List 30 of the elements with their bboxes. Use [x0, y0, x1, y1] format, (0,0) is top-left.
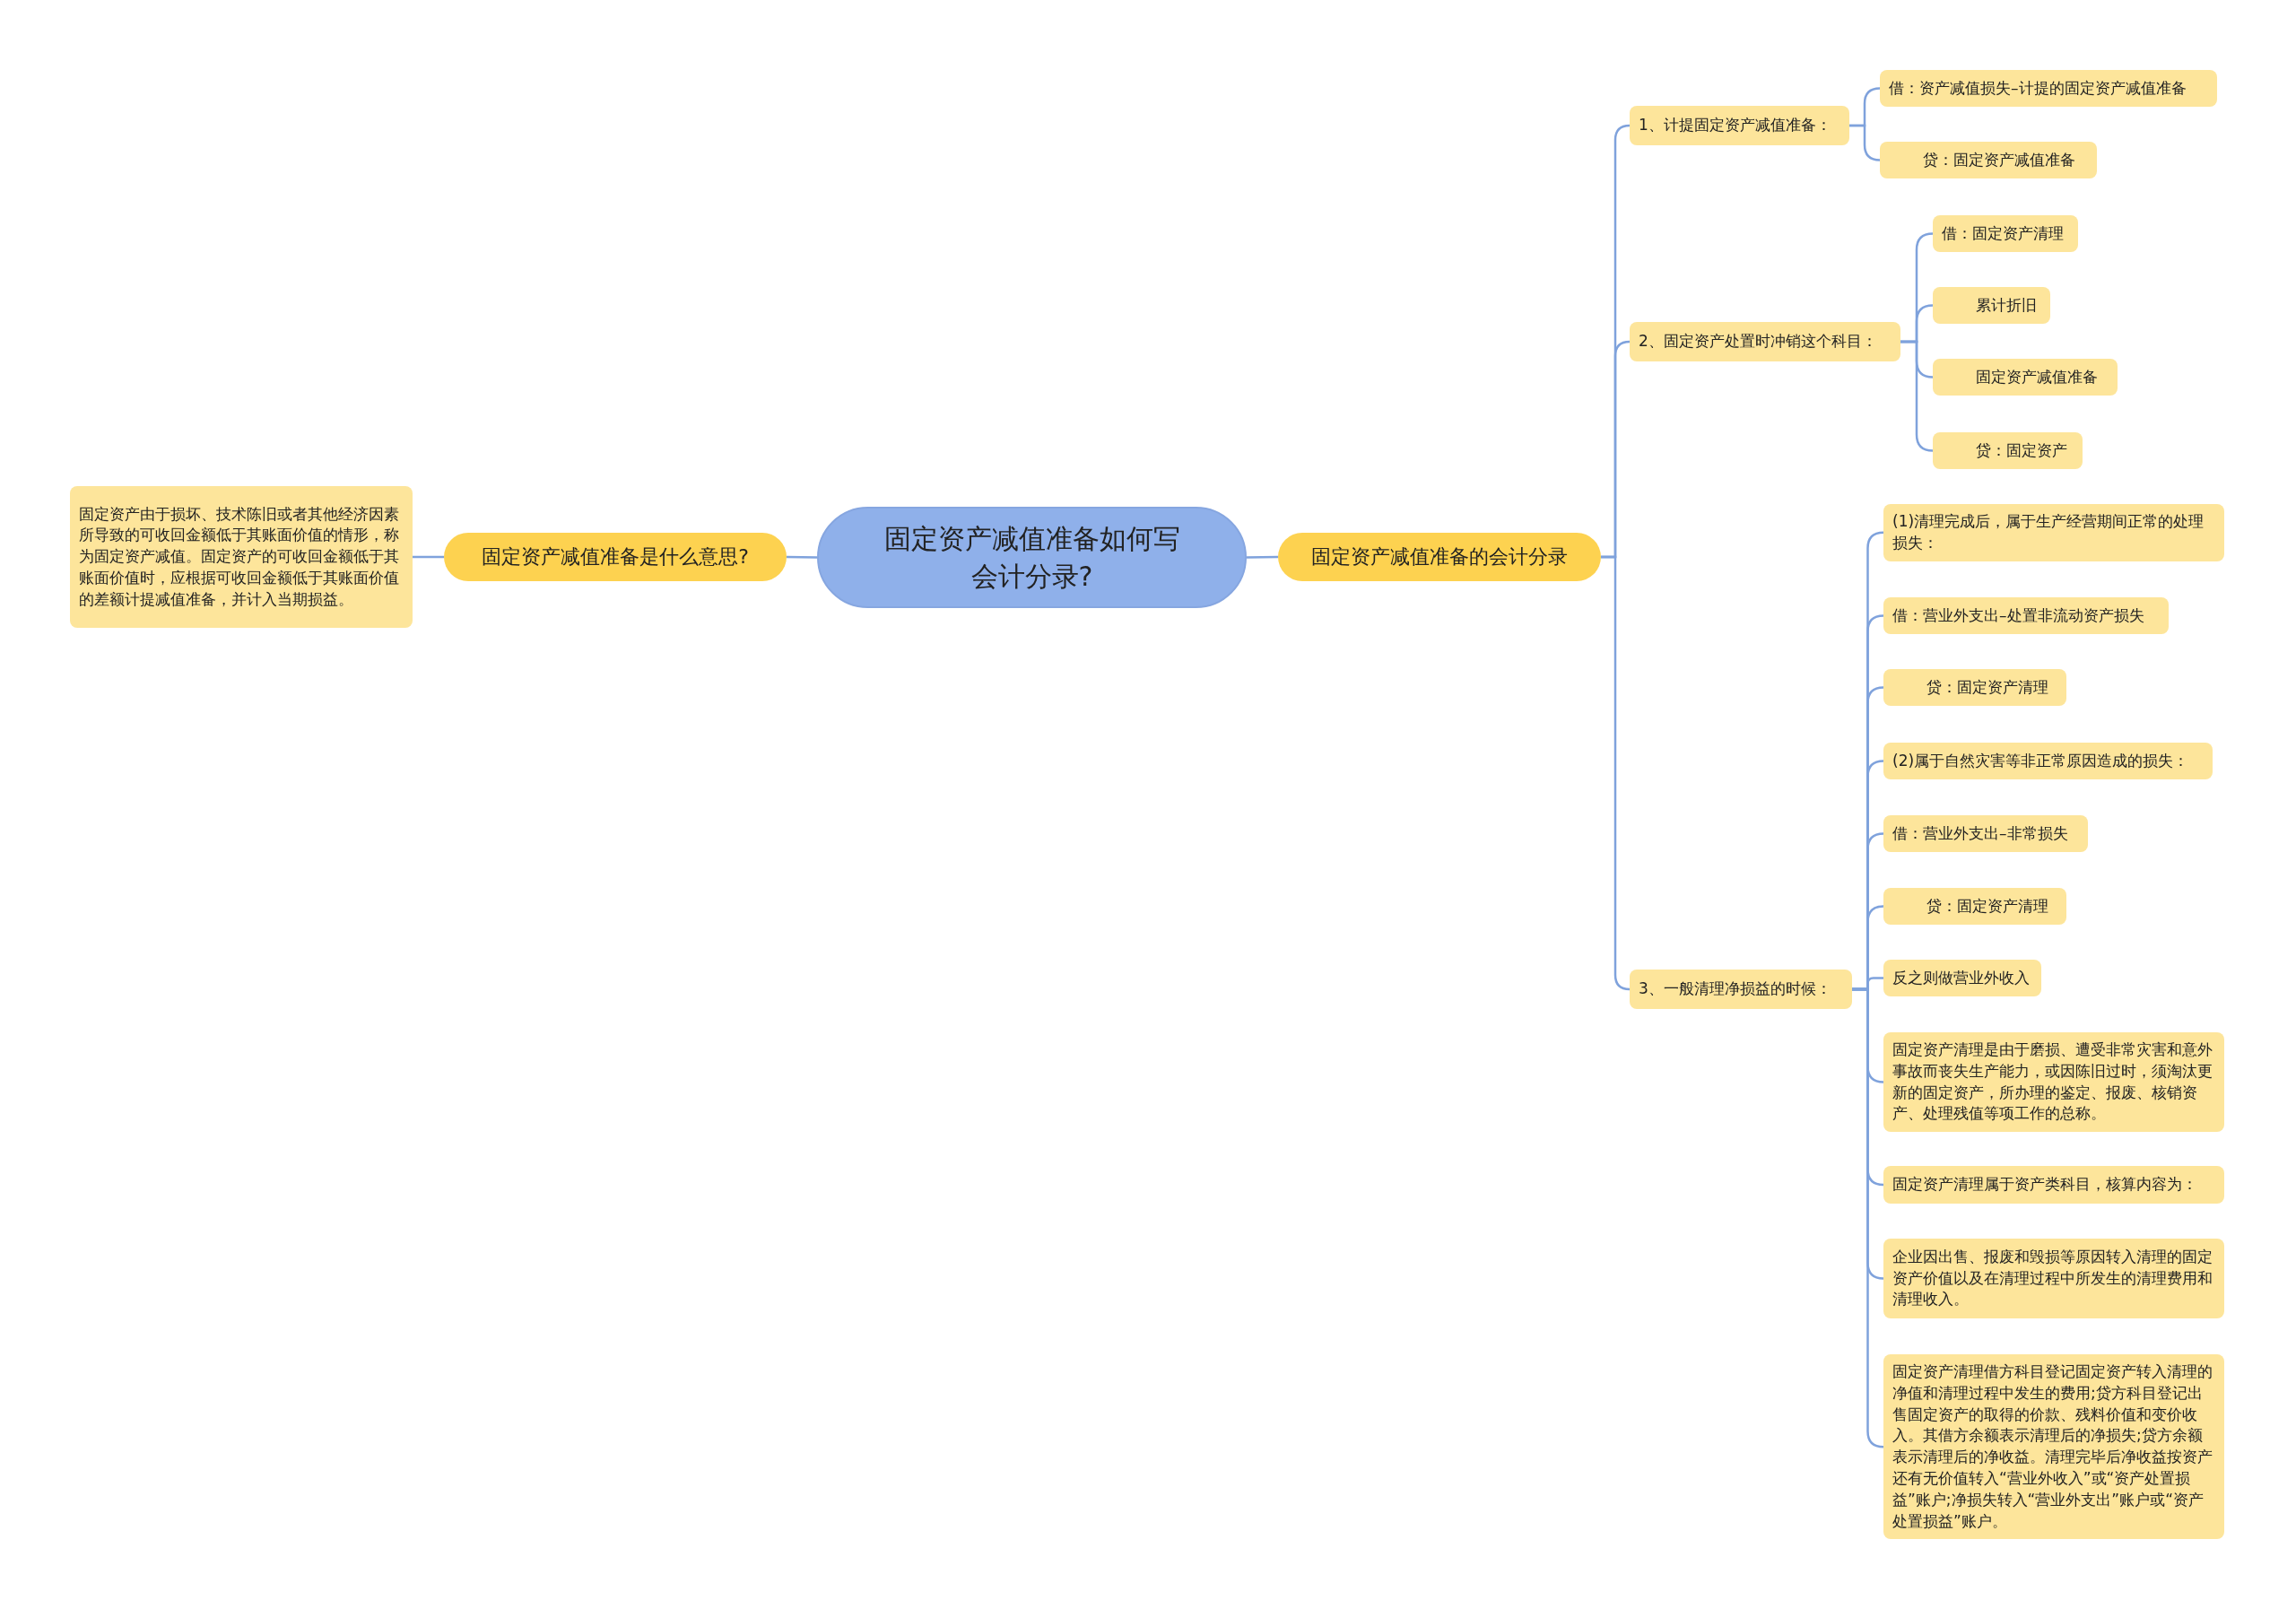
note-box: 借：营业外支出–非常损失	[1883, 815, 2088, 852]
note-box: 借：营业外支出–处置非流动资产损失	[1883, 597, 2169, 634]
note-box: 1、计提固定资产减值准备：	[1630, 106, 1849, 145]
note-box: 贷：固定资产清理	[1883, 669, 2066, 706]
topic-box: 固定资产减值准备是什么意思?	[444, 533, 787, 581]
note-box: 固定资产由于损坏、技术陈旧或者其他经济因素所导致的可收回金额低于其账面价值的情形，称为固定资产减值。固定资产的可收回金额低于其账面价值时，应根据可收回金额低于其账面价值的差额计提减值准备，并计入当期损益。	[70, 486, 413, 628]
topic-box: 固定资产减值准备的会计分录	[1278, 533, 1601, 581]
note-box: 反之则做营业外收入	[1883, 960, 2041, 996]
connector-line	[787, 555, 817, 559]
note-box: 借：资产减值损失–计提的固定资产减值准备	[1880, 70, 2217, 107]
note-box: 累计折旧	[1933, 287, 2050, 324]
note-box: 企业因出售、报废和毁损等原因转入清理的固定资产价值以及在清理过程中所发生的清理费用和清理收入。	[1883, 1239, 2224, 1318]
note-box: 贷：固定资产减值准备	[1880, 142, 2097, 178]
connector-line	[413, 555, 444, 559]
note-box: 3、一般清理净损益的时候：	[1630, 970, 1852, 1009]
note-box: (1)清理完成后，属于生产经营期间正常的处理损失：	[1883, 504, 2224, 561]
note-box: 2、固定资产处置时冲销这个科目：	[1630, 322, 1900, 361]
note-box: 借：固定资产清理	[1933, 215, 2078, 252]
note-box: 固定资产清理属于资产类科目，核算内容为：	[1883, 1166, 2224, 1204]
note-box: 固定资产减值准备	[1933, 359, 2118, 396]
note-box: 固定资产清理借方科目登记固定资产转入清理的净值和清理过程中发生的费用;贷方科目登记出售固定资产的取得的价款、残料价值和变价收入。其借方余额表示清理后的净损失;贷方余额表示清理后的净收益。清理完毕后净收益按资产还有无价值转入“营业外收入”或“资产处置损益”账户;净损失转入“营业外支出”账户或“资产处置损益”账户。	[1883, 1354, 2224, 1540]
note-box: 贷：固定资产清理	[1883, 888, 2066, 925]
note-box: (2)属于自然灾害等非正常原因造成的损失：	[1883, 743, 2213, 779]
connector-line	[1849, 124, 1882, 161]
connector-line	[1247, 555, 1278, 559]
connector-line	[1900, 340, 1935, 452]
note-box: 贷：固定资产	[1933, 432, 2083, 469]
connector-line	[1601, 555, 1631, 991]
note-box: 固定资产清理是由于磨损、遭受非常灾害和意外事故而丧失生产能力，或因陈旧过时，须淘汰更新的固定资产，所办理的鉴定、报废、核销资产、处理残值等项工作的总称。	[1883, 1032, 2224, 1133]
central-topic: 固定资产减值准备如何写会计分录?	[817, 507, 1247, 608]
